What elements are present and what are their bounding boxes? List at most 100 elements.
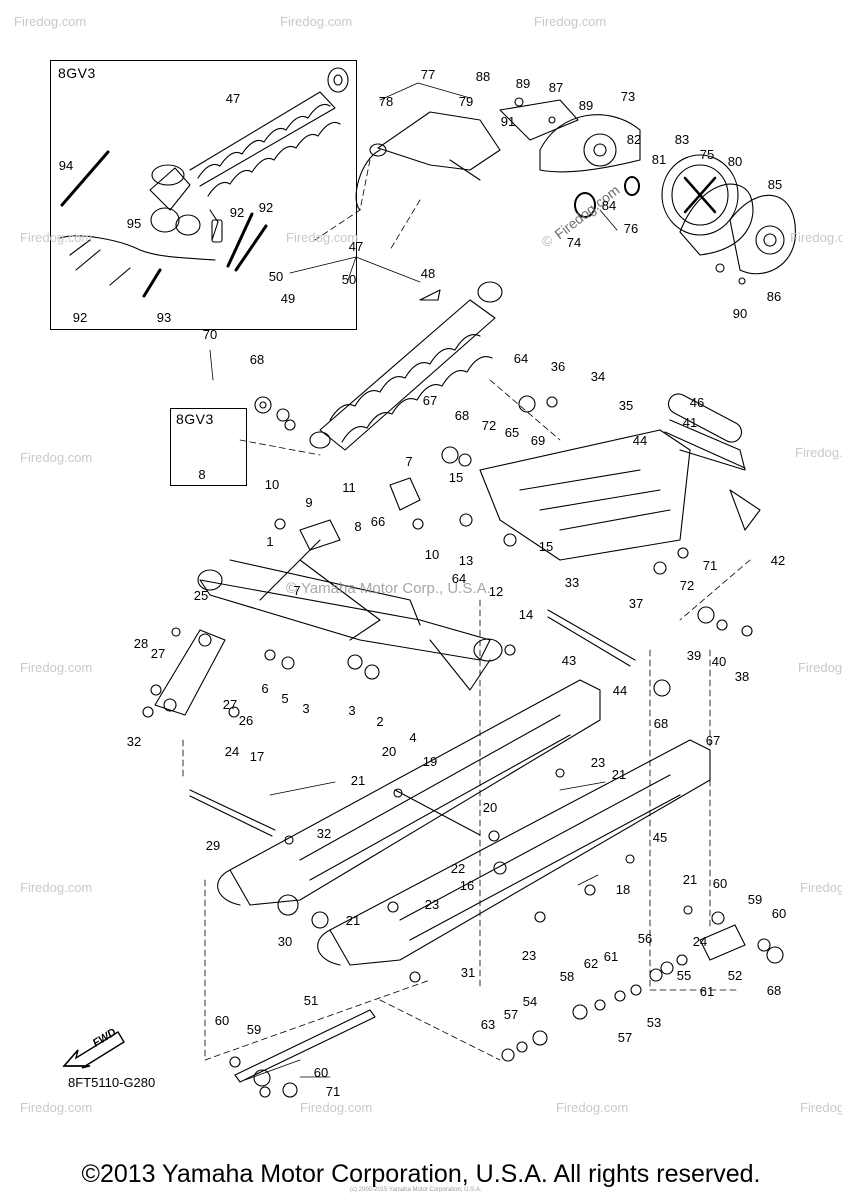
part-number-59[interactable]: 59 bbox=[747, 892, 763, 907]
part-number-23[interactable]: 23 bbox=[424, 897, 440, 912]
part-number-23[interactable]: 23 bbox=[521, 948, 537, 963]
part-number-7[interactable]: 7 bbox=[293, 583, 301, 598]
part-number-78[interactable]: 78 bbox=[378, 94, 394, 109]
part-number-37[interactable]: 37 bbox=[628, 596, 644, 611]
part-number-21[interactable]: 21 bbox=[350, 773, 366, 788]
part-number-27[interactable]: 27 bbox=[222, 697, 238, 712]
part-number-39[interactable]: 39 bbox=[686, 648, 702, 663]
part-number-76[interactable]: 76 bbox=[623, 221, 639, 236]
part-number-49[interactable]: 49 bbox=[280, 291, 296, 306]
part-number-54[interactable]: 54 bbox=[522, 994, 538, 1009]
part-number-4[interactable]: 4 bbox=[409, 730, 417, 745]
part-number-60[interactable]: 60 bbox=[214, 1013, 230, 1028]
part-number-65[interactable]: 65 bbox=[504, 425, 520, 440]
part-number-59[interactable]: 59 bbox=[246, 1022, 262, 1037]
part-number-44[interactable]: 44 bbox=[632, 433, 648, 448]
part-number-10[interactable]: 10 bbox=[264, 477, 280, 492]
part-number-64[interactable]: 64 bbox=[513, 351, 529, 366]
part-number-31[interactable]: 31 bbox=[460, 965, 476, 980]
part-number-42[interactable]: 42 bbox=[770, 553, 786, 568]
part-number-81[interactable]: 81 bbox=[651, 152, 667, 167]
part-number-28[interactable]: 28 bbox=[133, 636, 149, 651]
part-number-5[interactable]: 5 bbox=[281, 691, 289, 706]
part-number-9[interactable]: 9 bbox=[305, 495, 313, 510]
part-number-12[interactable]: 12 bbox=[488, 584, 504, 599]
part-number-32[interactable]: 32 bbox=[126, 734, 142, 749]
part-number-26[interactable]: 26 bbox=[238, 713, 254, 728]
part-number-50[interactable]: 50 bbox=[268, 269, 284, 284]
part-number-23[interactable]: 23 bbox=[590, 755, 606, 770]
part-number-94[interactable]: 94 bbox=[58, 158, 74, 173]
part-number-50[interactable]: 50 bbox=[341, 272, 357, 287]
part-number-84[interactable]: 84 bbox=[601, 198, 617, 213]
part-number-17[interactable]: 17 bbox=[249, 749, 265, 764]
part-number-10[interactable]: 10 bbox=[424, 547, 440, 562]
part-number-21[interactable]: 21 bbox=[611, 767, 627, 782]
part-number-47[interactable]: 47 bbox=[225, 91, 241, 106]
part-number-72[interactable]: 72 bbox=[679, 578, 695, 593]
part-number-24[interactable]: 24 bbox=[224, 744, 240, 759]
part-number-30[interactable]: 30 bbox=[277, 934, 293, 949]
part-number-20[interactable]: 20 bbox=[381, 744, 397, 759]
part-number-72[interactable]: 72 bbox=[481, 418, 497, 433]
part-number-70[interactable]: 70 bbox=[202, 327, 218, 342]
part-number-60[interactable]: 60 bbox=[313, 1065, 329, 1080]
part-number-68[interactable]: 68 bbox=[454, 408, 470, 423]
part-number-38[interactable]: 38 bbox=[734, 669, 750, 684]
part-number-83[interactable]: 83 bbox=[674, 132, 690, 147]
part-number-79[interactable]: 79 bbox=[458, 94, 474, 109]
part-number-67[interactable]: 67 bbox=[705, 733, 721, 748]
part-number-11[interactable]: 11 bbox=[342, 480, 356, 495]
part-number-57[interactable]: 57 bbox=[503, 1007, 519, 1022]
part-number-16[interactable]: 16 bbox=[459, 878, 475, 893]
part-number-46[interactable]: 46 bbox=[689, 395, 705, 410]
part-number-68[interactable]: 68 bbox=[653, 716, 669, 731]
part-number-92[interactable]: 92 bbox=[258, 200, 274, 215]
part-number-64[interactable]: 64 bbox=[451, 571, 467, 586]
part-number-43[interactable]: 43 bbox=[561, 653, 577, 668]
part-number-85[interactable]: 85 bbox=[767, 177, 783, 192]
part-number-89[interactable]: 89 bbox=[515, 76, 531, 91]
part-number-93[interactable]: 93 bbox=[156, 310, 172, 325]
part-number-69[interactable]: 69 bbox=[530, 433, 546, 448]
part-number-2[interactable]: 2 bbox=[376, 714, 384, 729]
part-number-88[interactable]: 88 bbox=[475, 69, 491, 84]
part-number-41[interactable]: 41 bbox=[682, 415, 698, 430]
part-number-3[interactable]: 3 bbox=[348, 703, 356, 718]
part-number-63[interactable]: 63 bbox=[480, 1017, 496, 1032]
part-number-14[interactable]: 14 bbox=[518, 607, 534, 622]
part-number-95[interactable]: 95 bbox=[126, 216, 142, 231]
part-number-52[interactable]: 52 bbox=[727, 968, 743, 983]
part-number-91[interactable]: 91 bbox=[500, 114, 516, 129]
part-number-18[interactable]: 18 bbox=[615, 882, 631, 897]
part-number-73[interactable]: 73 bbox=[620, 89, 636, 104]
part-number-22[interactable]: 22 bbox=[450, 861, 466, 876]
part-number-87[interactable]: 87 bbox=[548, 80, 564, 95]
part-number-55[interactable]: 55 bbox=[676, 968, 692, 983]
part-number-66[interactable]: 66 bbox=[370, 514, 386, 529]
part-number-51[interactable]: 51 bbox=[303, 993, 319, 1008]
part-number-77[interactable]: 77 bbox=[420, 67, 436, 82]
part-number-8[interactable]: 8 bbox=[354, 519, 362, 534]
part-number-90[interactable]: 90 bbox=[732, 306, 748, 321]
part-number-67[interactable]: 67 bbox=[422, 393, 438, 408]
part-number-15[interactable]: 15 bbox=[538, 539, 554, 554]
part-number-82[interactable]: 82 bbox=[626, 132, 642, 147]
part-number-61[interactable]: 61 bbox=[603, 949, 619, 964]
part-number-62[interactable]: 62 bbox=[583, 956, 599, 971]
part-number-75[interactable]: 75 bbox=[699, 147, 715, 162]
part-number-25[interactable]: 25 bbox=[193, 588, 209, 603]
part-number-92[interactable]: 92 bbox=[229, 205, 245, 220]
part-number-20[interactable]: 20 bbox=[482, 800, 498, 815]
part-number-34[interactable]: 34 bbox=[590, 369, 606, 384]
part-number-68[interactable]: 68 bbox=[249, 352, 265, 367]
part-number-71[interactable]: 71 bbox=[702, 558, 718, 573]
part-number-57[interactable]: 57 bbox=[617, 1030, 633, 1045]
part-number-7[interactable]: 7 bbox=[405, 454, 413, 469]
part-number-19[interactable]: 19 bbox=[422, 754, 438, 769]
part-number-48[interactable]: 48 bbox=[420, 266, 436, 281]
part-number-60[interactable]: 60 bbox=[771, 906, 787, 921]
part-number-74[interactable]: 74 bbox=[566, 235, 582, 250]
part-number-32[interactable]: 32 bbox=[316, 826, 332, 841]
part-number-15[interactable]: 15 bbox=[448, 470, 464, 485]
